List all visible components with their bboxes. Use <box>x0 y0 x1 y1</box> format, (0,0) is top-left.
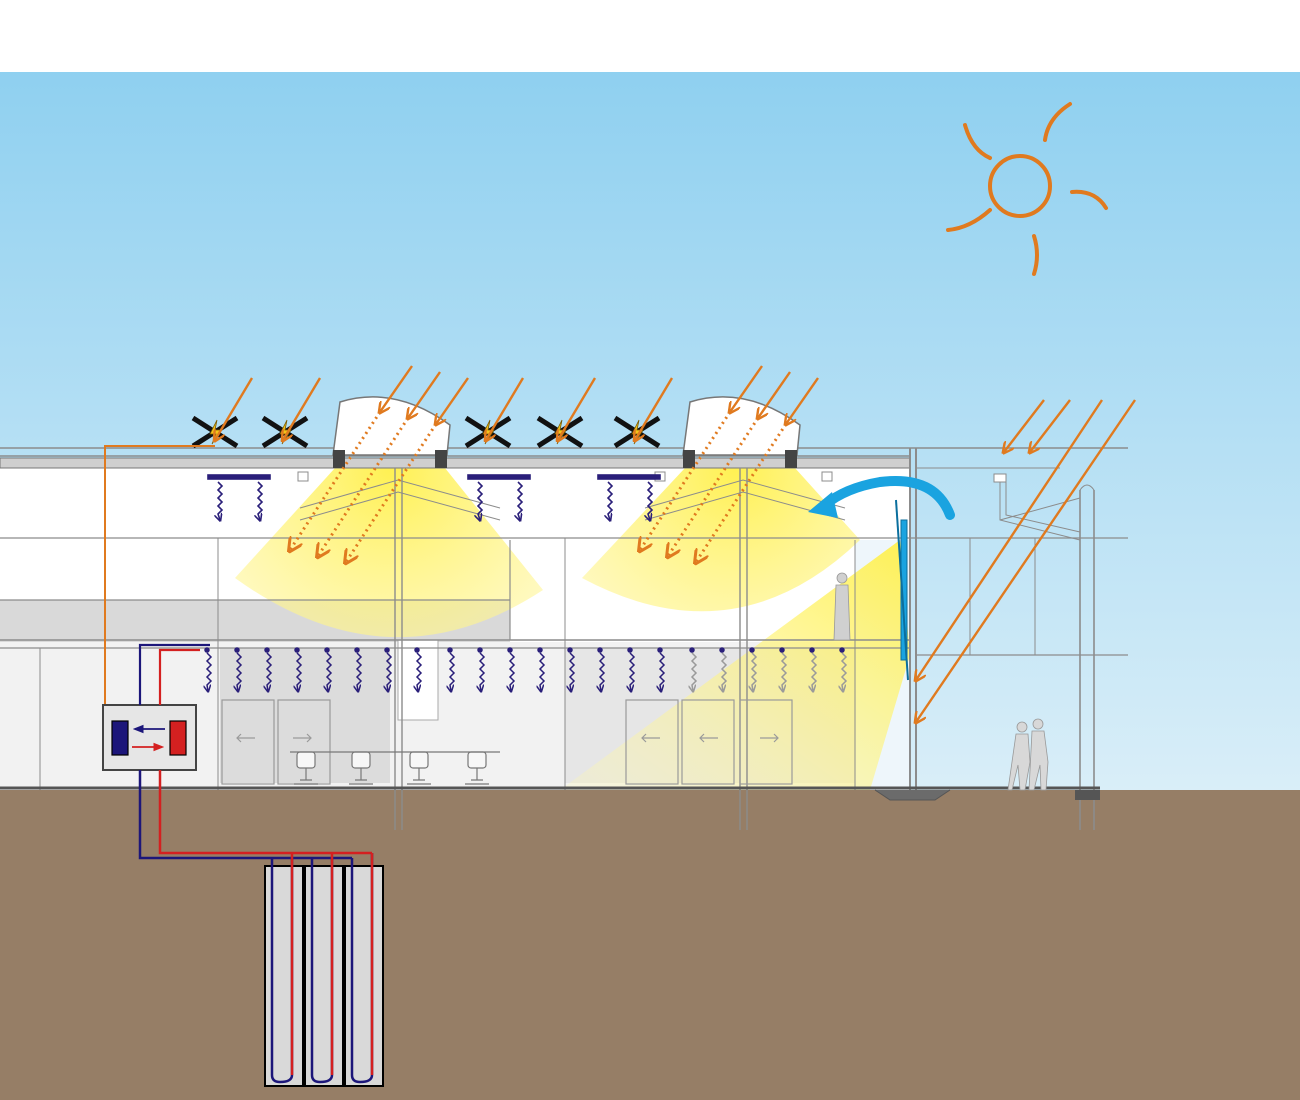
rooflight-icon <box>682 396 801 468</box>
office-chair-icon <box>290 751 500 785</box>
distribution-pipes <box>138 643 210 705</box>
daylight-cone-right <box>582 468 860 612</box>
borehole-icon <box>264 853 384 1087</box>
ground-floor-doors <box>221 699 793 785</box>
building-structure <box>0 447 1128 830</box>
airflow-arrow-icon <box>808 476 955 520</box>
person-icon <box>833 572 851 641</box>
heat-pump-icon <box>102 704 197 771</box>
turbine-power-line <box>104 445 215 705</box>
floor-heat-emission <box>205 647 848 691</box>
ground <box>0 790 1300 1100</box>
person-icon <box>1007 718 1049 791</box>
radiant-ceiling-panels <box>207 474 661 520</box>
side-daylight-wedge <box>560 540 910 790</box>
sun-icon <box>946 102 1108 276</box>
ground-pipes <box>138 770 372 860</box>
sunrays-direct <box>215 365 1136 722</box>
rooflight-icon <box>332 396 451 468</box>
vent-window-frame <box>895 499 909 681</box>
